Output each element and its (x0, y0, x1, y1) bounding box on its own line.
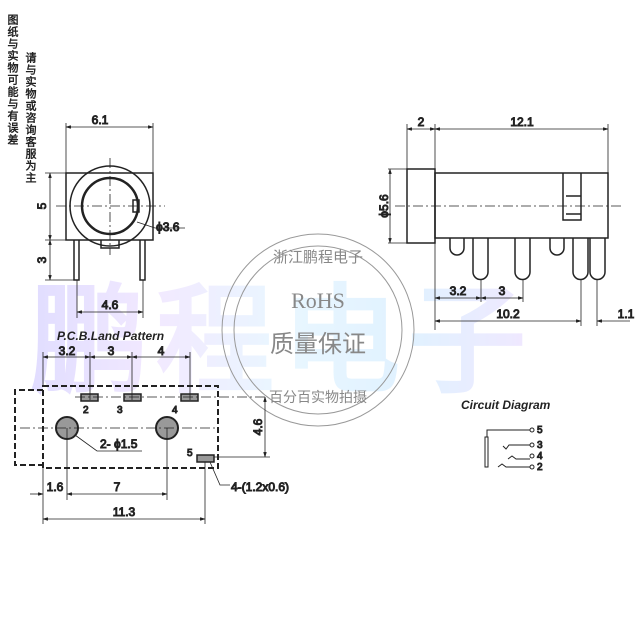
dimension-label: 4 (158, 344, 165, 358)
dimension-label: 2 (83, 405, 89, 416)
dimension-label: 5 (187, 448, 193, 459)
dimension-label: 3.2 (450, 284, 467, 298)
dimension-label: 10.2 (496, 307, 520, 321)
dimension-label: ϕ3.6 (156, 220, 180, 234)
pcb-title: P.C.B.Land Pattern (57, 329, 164, 343)
dimension-label: 6.1 (92, 113, 109, 127)
dimension-label: 5 (35, 202, 49, 209)
dimension-label: 4-(1.2x0.6) (231, 480, 289, 494)
dimension-label: 4 (172, 405, 178, 416)
rohs-stamp: RoHS 质量保证 浙江鹏程电子 百分百实物拍摄 (221, 233, 415, 427)
dimension-label: 2- ϕ1.5 (100, 437, 138, 451)
dimension-label: 百分百实物拍摄 (269, 389, 367, 405)
dimension-label: 12.1 (510, 115, 534, 129)
dimension-label: 质量保证 (270, 331, 366, 358)
dimension-label: 3 (108, 344, 115, 358)
note-right: 请与实物或咨询客服为主 (24, 52, 37, 184)
dimension-label: 11.3 (113, 505, 136, 519)
dimension-label: 2 (418, 115, 425, 129)
dimension-label: 2 (537, 462, 543, 473)
dimension-label: 5 (537, 425, 543, 436)
dimension-label: 浙江鹏程电子 (273, 249, 363, 266)
front-view (45, 123, 185, 318)
pcb-pattern (14, 352, 270, 524)
dimension-label: RoHS (291, 288, 345, 313)
dimension-label: 3 (117, 405, 123, 416)
dimension-label: 3 (35, 256, 49, 263)
dimension-label: 3 (537, 440, 543, 451)
dimension-label: 4.6 (102, 298, 119, 312)
watermark: 鹏程电子 (30, 245, 534, 416)
dimension-label: 3.2 (59, 344, 76, 358)
dimension-label: 4.6 (251, 418, 265, 435)
dimension-label: 3 (499, 284, 506, 298)
dimension-label: 7 (114, 480, 121, 494)
side-view (388, 124, 630, 330)
note-left: 图纸与实物可能与有误差 (6, 14, 19, 146)
dimension-label: 1.6 (47, 480, 64, 494)
dimension-label: Circuit Diagram (461, 398, 551, 412)
circuit-diagram (484, 427, 535, 470)
dimension-label: ϕ5.6 (377, 194, 391, 218)
dimension-label: 4 (537, 451, 543, 462)
dimension-label: 1.1 (618, 307, 635, 321)
